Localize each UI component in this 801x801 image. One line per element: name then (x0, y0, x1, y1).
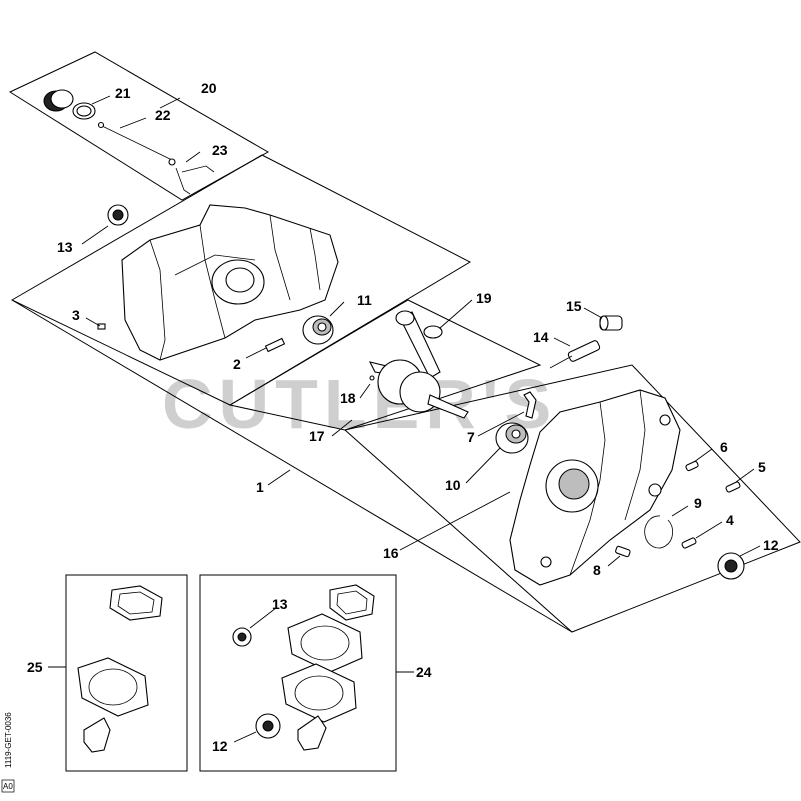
group-box-1 (10, 154, 472, 406)
callout-19: 19 (476, 290, 492, 306)
callout-23: 23 (212, 142, 228, 158)
kit-24-gasket-mid (287, 613, 363, 673)
kit-box-24 (199, 574, 397, 772)
kit-25-gasket-small (109, 585, 163, 621)
part-17-crankshaft (368, 310, 469, 419)
kit-24-gasket-small (329, 584, 375, 621)
callout-16: 16 (383, 545, 399, 561)
part-21-filter (43, 89, 96, 120)
crankcase-left-half (121, 204, 339, 361)
callout-5: 5 (758, 459, 766, 475)
kit-box-25 (65, 574, 188, 772)
callout-20: 20 (201, 80, 217, 96)
part-5-stud (725, 481, 741, 493)
document-suffix-box (1, 779, 15, 793)
callout-3: 3 (72, 307, 80, 323)
callout-25: 25 (27, 659, 43, 675)
part-23-clip (175, 165, 215, 195)
group-box-17 (228, 299, 542, 431)
part-12-seal (717, 552, 745, 580)
part-11-bearing (302, 315, 334, 345)
group-box-20 (8, 51, 270, 201)
kit-24-gasket-large (281, 663, 357, 723)
callout-9: 9 (694, 495, 702, 511)
leader-lines (48, 95, 761, 743)
part-22-rod (97, 121, 176, 166)
kit-25-gasket-large (77, 657, 149, 717)
part-4-stud (681, 537, 697, 549)
callout-11: 11 (357, 292, 372, 308)
callout-7: 7 (467, 429, 475, 445)
callout-6: 6 (720, 439, 728, 455)
kit-25-bracket (83, 717, 111, 753)
callout-10: 10 (445, 477, 461, 493)
callout-12-kit: 12 (212, 738, 228, 754)
callout-22: 22 (155, 107, 171, 123)
part-2-dowel (264, 337, 286, 353)
part-3-pin (97, 323, 106, 330)
part-10-bearing (495, 422, 529, 454)
kit-24-bracket (297, 715, 327, 751)
callout-15: 15 (566, 298, 582, 314)
document-id: 1119-GET-0036 (4, 712, 13, 768)
callout-2: 2 (233, 356, 241, 372)
part-15-sleeve (599, 315, 623, 331)
callout-24: 24 (416, 664, 432, 680)
callout-14: 14 (533, 329, 549, 345)
callout-21: 21 (115, 85, 131, 101)
callout-18: 18 (340, 390, 356, 406)
callout-12-right: 12 (763, 537, 779, 553)
part-13-seal (107, 204, 129, 226)
callout-17: 17 (309, 428, 325, 444)
callout-8: 8 (593, 562, 601, 578)
group-box-16 (343, 364, 801, 633)
crankcase-right-half (509, 389, 681, 586)
group-box-1-join (11, 299, 573, 633)
callout-1: 1 (256, 479, 264, 495)
part-6-nipple (685, 460, 699, 472)
callout-13-kit: 13 (272, 596, 288, 612)
document-suffix: A0 (3, 782, 13, 791)
kit-24-seal-12 (255, 713, 281, 739)
part-9-circlip (644, 515, 674, 549)
callout-13-top: 13 (57, 239, 73, 255)
part-7-fitting (523, 391, 537, 419)
part-19-needle-cage (423, 325, 443, 339)
callout-4: 4 (726, 512, 734, 528)
part-8-screw (615, 545, 631, 558)
part-14-tool (549, 340, 601, 369)
kit-24-seal-13 (232, 627, 252, 647)
